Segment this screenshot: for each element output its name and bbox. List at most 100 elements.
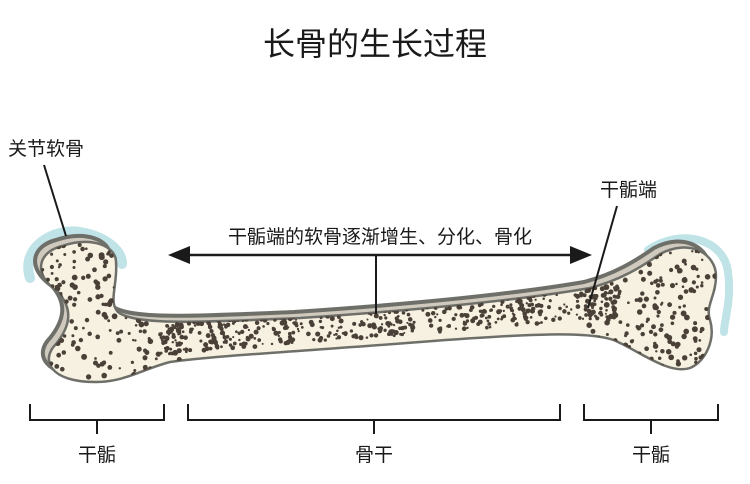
bone-dot (163, 290, 166, 293)
bone-dot (651, 324, 656, 329)
bone-dot (393, 334, 396, 337)
bone-dot (601, 301, 604, 304)
bone-dot (86, 374, 91, 379)
bone-dot (139, 330, 142, 333)
bone-dot (394, 312, 396, 314)
bone-dot (182, 330, 185, 333)
bone-dot (631, 339, 634, 342)
bone-dot (689, 353, 692, 356)
bone-dot (398, 327, 402, 331)
bone-dot (539, 305, 542, 308)
bone-dot (150, 289, 154, 293)
bone-dot (117, 272, 122, 277)
bone-dot (78, 243, 82, 247)
bone-dot (151, 262, 154, 265)
bone-dot (640, 323, 644, 327)
bone-dot (526, 302, 528, 304)
bone-dot (639, 364, 643, 368)
bone-dot (587, 270, 590, 273)
bone-dot (249, 334, 254, 339)
bone-dot (601, 341, 604, 344)
bone-dot (183, 336, 186, 339)
bone-dot (549, 299, 552, 302)
bone-dot (118, 283, 121, 286)
bone-dot (133, 281, 136, 284)
bone-dot (160, 352, 163, 355)
bone-dot (50, 253, 53, 256)
bone-dot (604, 320, 610, 326)
bone-dot (542, 297, 545, 300)
bone-dot (694, 361, 697, 364)
bone-dot (413, 321, 416, 324)
bone-dot (61, 280, 65, 284)
bone-dot (706, 317, 709, 320)
bone-dot (608, 289, 613, 294)
bone-dot (655, 350, 657, 352)
bone-dot (145, 271, 149, 275)
bone-dot (626, 323, 630, 327)
bone-dot (588, 258, 593, 263)
bone-dot (87, 332, 91, 336)
bone-dot (134, 260, 139, 265)
bone-dot (140, 257, 144, 261)
bone-dot (581, 293, 584, 296)
bone-dot (209, 329, 213, 333)
bone-dot (668, 354, 674, 360)
bone-dot (592, 249, 596, 253)
bone-dot (85, 318, 89, 322)
bone-dot (653, 332, 657, 336)
bone-dot (253, 337, 256, 340)
bone-dot (238, 333, 240, 335)
bone-dot (512, 312, 514, 314)
bone-dot (591, 310, 596, 315)
bone-dot (381, 323, 383, 325)
bone-dot (279, 339, 283, 343)
bone-dot (107, 365, 112, 370)
bone-dot (402, 311, 406, 315)
bone-dot (555, 294, 558, 297)
bone-dot (162, 371, 166, 375)
bone-dot (600, 339, 603, 342)
bone-dot (74, 326, 78, 330)
bone-dot (51, 313, 54, 316)
bone-dot (238, 339, 240, 341)
bone-dot (164, 257, 168, 261)
bone-dot (95, 294, 100, 299)
bone-dot (140, 287, 143, 290)
bone-dot (598, 345, 602, 349)
bone-dot (683, 304, 686, 307)
bone-dot (339, 318, 344, 323)
bone-dot (605, 313, 607, 315)
bone-dot (446, 325, 448, 327)
bone-dot (290, 337, 295, 342)
bone-dot (700, 284, 703, 287)
bone-dot (94, 357, 97, 360)
bone-dot (142, 329, 146, 333)
bone-dot (547, 305, 551, 309)
bone-dot (595, 340, 599, 344)
bone-dot (389, 329, 394, 334)
bone-dot (272, 327, 275, 330)
bone-dot (352, 322, 356, 326)
bone-dot (343, 331, 348, 336)
bone-dot (671, 341, 676, 346)
bone-dot (79, 338, 83, 342)
bone-dot (168, 333, 170, 335)
bone-dot (155, 267, 158, 270)
bone-dot (60, 367, 65, 372)
bone-dot (164, 347, 167, 350)
bone-dot (388, 324, 390, 326)
bone-dot (155, 357, 158, 360)
bone-dot (608, 297, 612, 301)
bone-dot (637, 297, 642, 302)
bone-dot (558, 316, 562, 320)
bone-dot (96, 310, 101, 315)
bone-dot (187, 321, 191, 325)
bone-dot (101, 373, 107, 379)
bone-dot (701, 281, 704, 284)
bone-dot (161, 273, 164, 276)
bone-dot (119, 330, 123, 334)
bone-dot (653, 342, 656, 345)
bone-dot (51, 304, 55, 308)
bone-dot (593, 300, 596, 303)
